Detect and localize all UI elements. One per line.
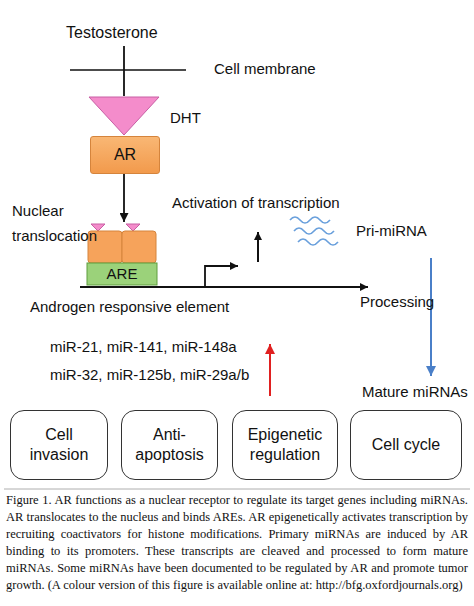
node-text: Anti-apoptosis bbox=[128, 425, 211, 465]
text-label: miR-32, miR-125b, miR-29a/b bbox=[50, 366, 280, 384]
node-text: ARE bbox=[87, 263, 157, 285]
node-text: AR bbox=[114, 145, 136, 165]
text-label: Testosterone bbox=[66, 24, 196, 42]
node-text: Cell invasion bbox=[17, 425, 101, 465]
node-text: Epigenetic regulation bbox=[239, 425, 331, 465]
text-label: Cell membrane bbox=[214, 60, 354, 78]
dht-small-triangle bbox=[126, 224, 140, 231]
text-label: Mature miRNAs bbox=[362, 383, 474, 401]
triangle-shape bbox=[89, 97, 159, 135]
text-label: Processing bbox=[360, 293, 460, 311]
caption-rule bbox=[4, 489, 470, 490]
ar-dimer-square bbox=[122, 231, 156, 263]
cell-membrane-line bbox=[70, 69, 186, 71]
transcription-start-arrow bbox=[205, 266, 238, 287]
node-text: Cell cycle bbox=[372, 435, 440, 455]
hormone-triangle: DHT bbox=[88, 96, 160, 136]
text-label: miR-21, miR-141, miR-148a bbox=[50, 338, 280, 356]
processing-arrow bbox=[430, 258, 432, 376]
edge-label: Nuclear translocation bbox=[12, 198, 116, 248]
outcome-box: Epigenetic regulation bbox=[232, 410, 338, 480]
rna-wave bbox=[294, 228, 334, 234]
outcome-box: Cell cycle bbox=[350, 410, 462, 480]
outcome-box: Cell invasion bbox=[10, 410, 108, 480]
triangle-outline bbox=[88, 96, 160, 136]
text-label: Activation of transcription bbox=[172, 194, 372, 212]
promotion-arrow bbox=[269, 344, 271, 396]
dna-line bbox=[80, 286, 368, 288]
rna-wave bbox=[290, 217, 330, 223]
receptor-box: AR bbox=[90, 136, 160, 174]
figure-caption: Figure 1. AR functions as a nuclear rece… bbox=[6, 492, 468, 594]
outcome-box: Anti-apoptosis bbox=[121, 410, 218, 480]
rna-wave bbox=[298, 239, 338, 245]
hormone-line bbox=[123, 46, 125, 96]
node-text: DHT bbox=[170, 108, 201, 128]
translocation-arrow bbox=[123, 174, 125, 222]
text-label: Androgen responsive element bbox=[30, 298, 270, 316]
text-label: Pri-miRNA bbox=[356, 222, 466, 240]
are-band bbox=[87, 263, 157, 285]
activation-arrow bbox=[257, 232, 259, 262]
